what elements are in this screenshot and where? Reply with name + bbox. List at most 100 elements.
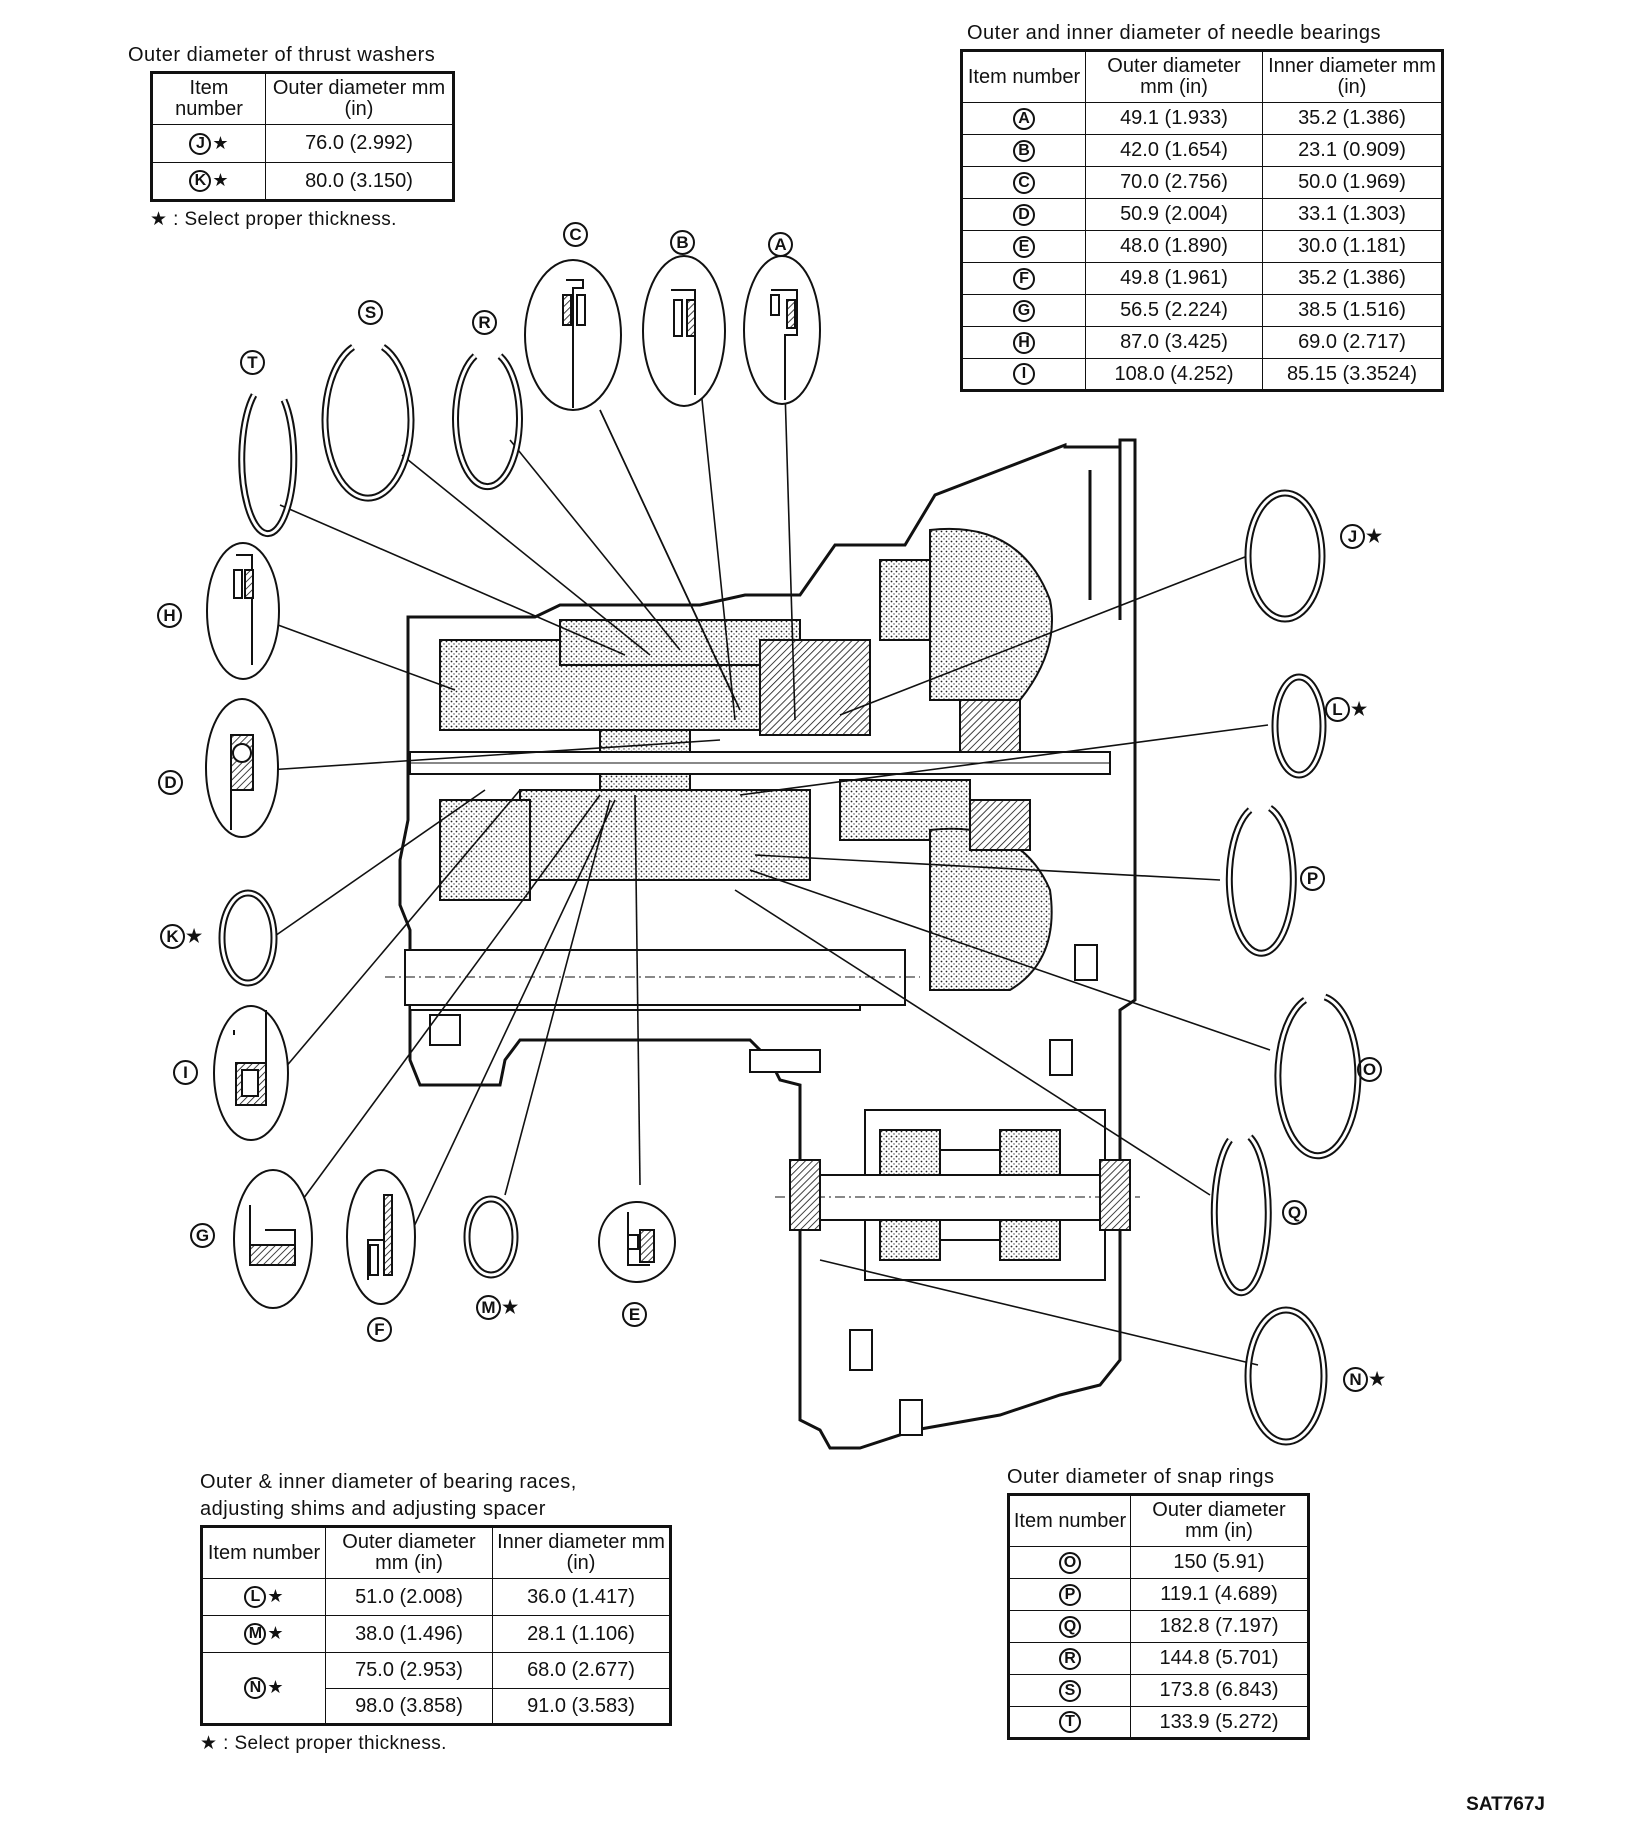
header-item-number: Item number: [961, 50, 1086, 103]
inner-diameter-cell: 91.0 (3.583): [492, 1688, 671, 1725]
differential-assembly: [775, 1109, 1140, 1281]
table-row: L★ 51.0 (2.008) 36.0 (1.417): [201, 1578, 671, 1616]
outer-diameter-cell: 50.9 (2.004): [1085, 198, 1263, 231]
transmission-housing: [398, 438, 1137, 1450]
callout-t: T: [240, 350, 265, 375]
needle-bearings-table-block: Outer and inner diameter of needle beari…: [960, 22, 1444, 392]
table-row: E 48.0 (1.890)30.0 (1.181): [961, 230, 1443, 263]
inner-diameter-cell: 38.5 (1.516): [1262, 294, 1443, 327]
item-mark: S: [1059, 1679, 1081, 1702]
select-thickness-note: ★ : Select proper thickness.: [150, 209, 397, 230]
outer-diameter-cell: 133.9 (5.272): [1130, 1706, 1309, 1739]
detail-oval-h: [206, 542, 280, 680]
header-inner-diameter: Inner diameter mm (in): [492, 1526, 671, 1579]
callout-r: R: [472, 310, 497, 335]
bearing-races-table: Item number Outer diameter mm (in) Inner…: [200, 1525, 672, 1726]
item-mark: H: [1013, 331, 1035, 354]
inner-diameter-cell: 68.0 (2.677): [492, 1652, 671, 1689]
outer-diameter-cell: 75.0 (2.953): [325, 1652, 493, 1689]
star-icon: ★: [1369, 1369, 1386, 1389]
detail-oval-g: [233, 1169, 313, 1309]
star-icon: ★: [186, 926, 203, 946]
outer-diameter-cell: 49.8 (1.961): [1085, 262, 1263, 295]
output-shaft: [385, 949, 920, 1006]
table-row: J★ 76.0 (2.992): [151, 124, 454, 163]
header-outer-diameter: Outer diameter mm (in): [1130, 1494, 1309, 1547]
callout-a: A: [768, 232, 793, 257]
inner-diameter-cell: 35.2 (1.386): [1262, 262, 1443, 295]
inner-diameter-cell: 30.0 (1.181): [1262, 230, 1443, 263]
thrust-washers-table-block: Outer diameter of thrust washers Item nu…: [128, 44, 455, 231]
inner-diameter-cell: 35.2 (1.386): [1262, 102, 1443, 135]
snap-rings-table-block: Outer diameter of snap rings Item number…: [1007, 1466, 1310, 1740]
item-mark: I: [1013, 363, 1035, 385]
outer-diameter-cell: 48.0 (1.890): [1085, 230, 1263, 263]
star-icon: ★: [1366, 526, 1383, 546]
main-shaft: [409, 751, 1111, 775]
star-icon: ★: [267, 1586, 284, 1606]
callout-k: K★: [160, 924, 202, 949]
detail-oval-f: [346, 1169, 416, 1305]
item-mark: D: [1013, 203, 1035, 226]
table-row: A 49.1 (1.933)35.2 (1.386): [961, 102, 1443, 135]
outer-diameter-cell: 182.8 (7.197): [1130, 1610, 1309, 1643]
callout-m: M★: [476, 1295, 518, 1320]
outer-diameter-cell: 49.1 (1.933): [1085, 102, 1263, 135]
table-row: K★ 80.0 (3.150): [151, 162, 454, 201]
item-mark: O: [1059, 1551, 1081, 1574]
outer-diameter-cell: 38.0 (1.496): [325, 1615, 493, 1653]
item-mark: G: [1013, 299, 1035, 322]
callout-o: O: [1357, 1057, 1382, 1082]
callout-i: I: [173, 1060, 198, 1085]
item-mark: M: [244, 1623, 267, 1645]
item-mark: E: [1013, 235, 1035, 258]
snap-rings-caption: Outer diameter of snap rings: [1007, 1466, 1275, 1488]
callout-f: F: [367, 1317, 392, 1342]
bearing-races-caption-2: adjusting shims and adjusting spacer: [200, 1498, 546, 1520]
outer-diameter-cell: 108.0 (4.252): [1085, 358, 1263, 391]
callout-c: C: [563, 222, 588, 247]
outer-diameter-cell: 51.0 (2.008): [325, 1578, 493, 1616]
callout-p: P: [1300, 866, 1325, 891]
bearing-races-table-block: Outer & inner diameter of bearing races,…: [200, 1471, 672, 1755]
table-row: G 56.5 (2.224)38.5 (1.516): [961, 294, 1443, 327]
item-mark: P: [1059, 1583, 1081, 1606]
callout-g: G: [190, 1223, 215, 1248]
inner-diameter-cell: 23.1 (0.909): [1262, 134, 1443, 167]
item-mark: J: [189, 132, 212, 155]
header-item-number: Item number: [151, 72, 266, 125]
outer-diameter-cell: 56.5 (2.224): [1085, 294, 1263, 327]
table-row: I 108.0 (4.252)85.15 (3.3524): [961, 358, 1443, 391]
callout-s: S: [358, 300, 383, 325]
detail-oval-a: [743, 255, 821, 405]
callout-h: H: [157, 603, 182, 628]
table-header-row: Item number Outer diameter mm (in): [1008, 1494, 1309, 1547]
star-icon: ★: [267, 1623, 284, 1643]
header-item-number: Item number: [1008, 1494, 1131, 1547]
outer-diameter-cell: 76.0 (2.992): [265, 124, 454, 163]
table-header-row: Item number Outer diameter mm (in) Inner…: [961, 50, 1443, 103]
table-header-row: Item number Outer diameter mm (in): [151, 72, 454, 125]
thrust-washers-caption: Outer diameter of thrust washers: [128, 44, 436, 66]
star-icon: ★: [267, 1677, 284, 1697]
inner-diameter-cell: 36.0 (1.417): [492, 1578, 671, 1616]
item-mark: A: [1013, 107, 1035, 130]
outer-diameter-cell: 80.0 (3.150): [265, 162, 454, 201]
table-row: M★ 38.0 (1.496) 28.1 (1.106): [201, 1615, 671, 1653]
inner-diameter-cell: 85.15 (3.3524): [1262, 358, 1443, 391]
header-outer-diameter: Outer diameter mm (in): [1085, 50, 1263, 103]
inner-diameter-cell: 69.0 (2.717): [1262, 326, 1443, 359]
outer-diameter-cell: 144.8 (5.701): [1130, 1642, 1309, 1675]
star-icon: ★: [212, 170, 229, 190]
bearing-races-caption-1: Outer & inner diameter of bearing races,: [200, 1471, 577, 1493]
item-mark: C: [1013, 171, 1035, 194]
